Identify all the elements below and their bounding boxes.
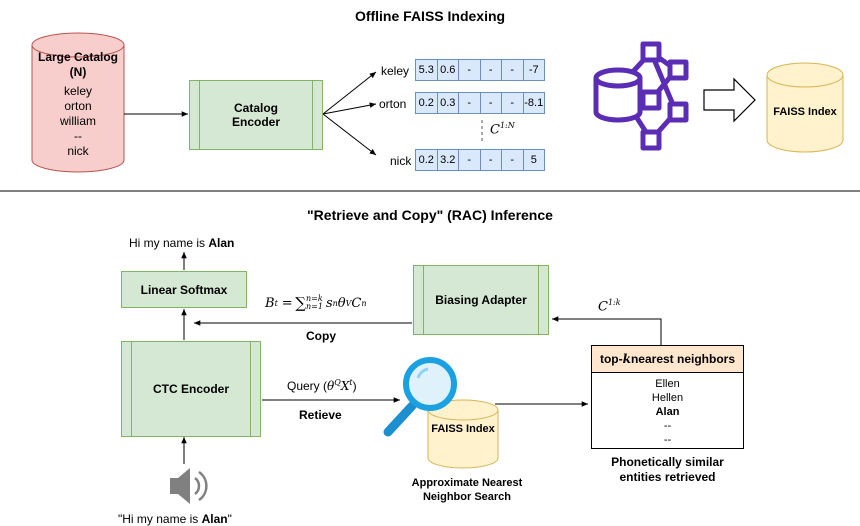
- vector-cell: -: [458, 59, 481, 81]
- retrieve-label: Retieve: [299, 408, 342, 422]
- catalog-entry: orton: [64, 99, 92, 113]
- vector-cell: 3.2: [436, 149, 459, 171]
- vector-cell: -7: [522, 59, 545, 81]
- catalog-entry: keley: [63, 84, 92, 98]
- vector-cell: 0.3: [436, 92, 459, 114]
- neural-network-icon: [593, 41, 689, 151]
- vector-cell: -: [458, 92, 481, 114]
- c1k-label: C1:k: [598, 298, 621, 315]
- vector-cell: 0.6: [436, 59, 459, 81]
- vector-label-orton: orton: [379, 97, 407, 111]
- vector-cell: -: [501, 92, 524, 114]
- vector-nick: 0.2 3.2 - - - 5: [415, 149, 545, 171]
- knn-item: Alan: [655, 406, 680, 418]
- vector-label-keley: keley: [381, 64, 410, 78]
- vector-cell: -: [501, 149, 524, 171]
- vector-orton: 0.2 0.3 - - - -8.1: [415, 92, 545, 114]
- vector-cell: -: [479, 59, 502, 81]
- vector-cell: 5: [522, 149, 545, 171]
- vector-cell: 5.3: [415, 59, 438, 81]
- catalog-title: Large Catalog (N): [37, 50, 118, 79]
- vector-cell: 0.2: [415, 149, 438, 171]
- vector-cell: -8.1: [522, 92, 545, 114]
- ann-search-label: Approximate Nearest Neighbor Search: [411, 477, 523, 503]
- vector-cell: -: [479, 149, 502, 171]
- arrow-knn-to-adapter: [552, 316, 662, 345]
- arrow-to-vector-orton: [322, 102, 377, 115]
- biasing-adapter-label: Biasing Adapter: [435, 293, 527, 307]
- catalog-entry: william: [60, 114, 96, 128]
- input-text: "Hi my name is Alan": [118, 512, 232, 526]
- matrix-label: C1:N: [490, 121, 515, 138]
- catalog-entries: keley orton william -- nick: [32, 84, 124, 159]
- copy-label: Copy: [306, 329, 336, 343]
- vector-label-nick: nick: [390, 154, 412, 168]
- offline-indexing-title: Offline FAISS Indexing: [354, 8, 506, 24]
- knn-list: Ellen Hellen Alan -- --: [592, 373, 743, 447]
- knn-box: top-k nearest neighbors Ellen Hellen Ala…: [591, 345, 744, 449]
- vector-cell: -: [501, 59, 524, 81]
- linear-softmax-label: Linear Softmax: [140, 282, 228, 297]
- large-catalog-cylinder: [31, 32, 125, 173]
- ctc-encoder-box: CTC Encoder: [121, 341, 261, 437]
- knn-item: --: [663, 420, 672, 432]
- arrow-to-vector-nick: [322, 113, 377, 156]
- catalog-entry: nick: [67, 144, 89, 158]
- catalog-encoder-label: Catalog Encoder: [231, 101, 280, 129]
- catalog-encoder-box: Catalog Encoder: [189, 80, 323, 150]
- vector-cell: -: [458, 149, 481, 171]
- knn-header: top-k nearest neighbors: [592, 346, 743, 373]
- faiss-index-label-bottom: FAISS Index: [431, 423, 495, 435]
- knn-item: Ellen: [655, 378, 680, 390]
- faiss-index-cylinder-top: [766, 62, 844, 153]
- rac-inference-title: "Retrieve and Copy" (RAC) Inference: [307, 207, 553, 223]
- query-label: Query (θQXt): [287, 378, 357, 393]
- knn-item: --: [663, 434, 672, 446]
- catalog-entry: --: [74, 129, 82, 143]
- arrow-right-icon: [703, 77, 756, 123]
- ctc-encoder-label: CTC Encoder: [152, 382, 229, 396]
- vector-cell: 0.2: [415, 92, 438, 114]
- biasing-adapter-box: Biasing Adapter: [413, 265, 549, 335]
- linear-softmax-box: Linear Softmax: [121, 271, 247, 308]
- output-text: Hi my name is Alan: [129, 236, 235, 250]
- vector-keley: 5.3 0.6 - - - -7: [415, 59, 545, 81]
- magnifier-icon: [383, 357, 457, 437]
- speaker-icon: [170, 468, 208, 504]
- faiss-index-cylinder-bottom: [427, 399, 499, 469]
- arrow-to-vector-keley: [322, 71, 377, 115]
- knn-item: Hellen: [651, 392, 684, 404]
- faiss-index-label-top: FAISS Index: [773, 106, 837, 118]
- phonetic-label: Phonetically similar entities retrieved: [611, 455, 724, 484]
- vector-cell: -: [479, 92, 502, 114]
